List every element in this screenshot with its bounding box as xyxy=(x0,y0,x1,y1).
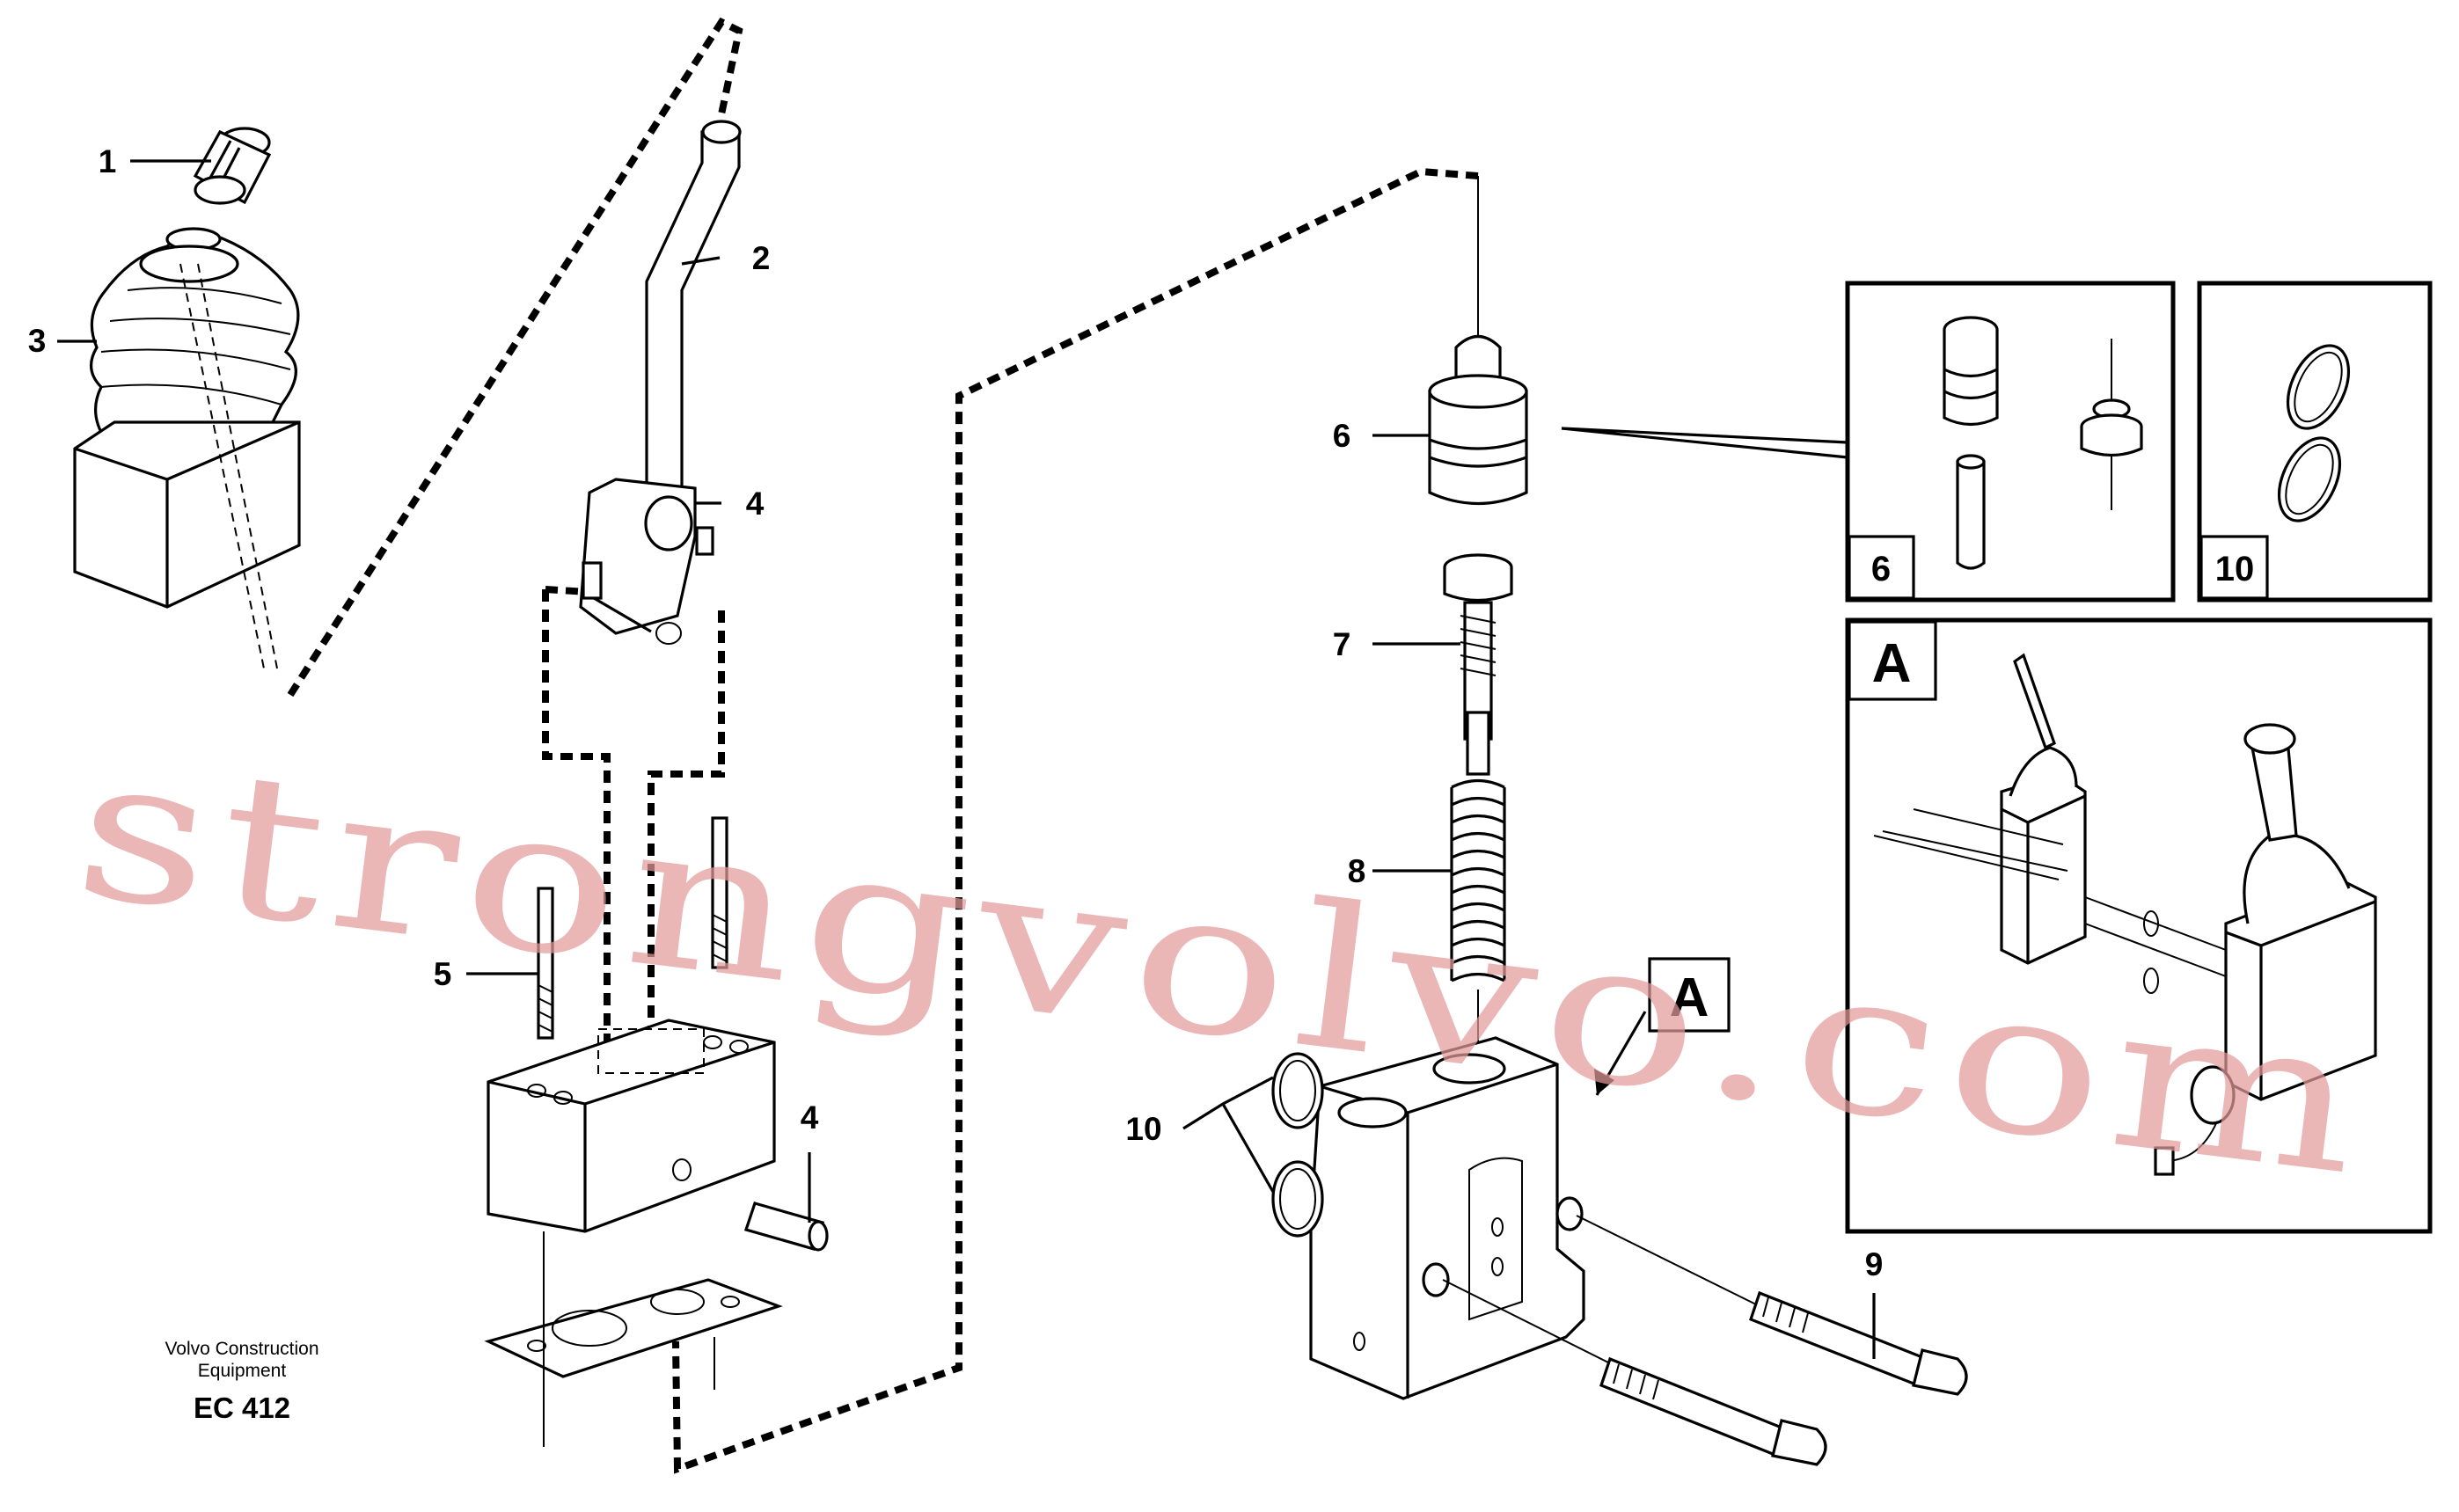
credit-line-1: Volvo Construction xyxy=(165,1339,318,1359)
callout-2: 2 xyxy=(752,240,771,276)
part-studs[interactable] xyxy=(537,816,728,1040)
svg-text:A: A xyxy=(1670,968,1709,1028)
callout-8: 8 xyxy=(1348,853,1366,889)
detail-box-a: A xyxy=(1845,617,2433,1234)
detail-box-10: 10 xyxy=(2197,281,2433,603)
assembly-dashed-lines xyxy=(287,17,1479,1474)
detail-10-label: 10 xyxy=(2215,550,2255,588)
detail-6-pointer xyxy=(1561,427,1848,459)
drawing-credit: Volvo Construction Equipment EC 412 xyxy=(165,1339,318,1424)
callout-numbers: 1 3 2 4 5 4 6 7 8 9 10 xyxy=(28,143,1884,1282)
callout-5: 5 xyxy=(434,956,452,992)
part-bolts[interactable] xyxy=(1442,1215,1968,1466)
credit-line-2: Equipment xyxy=(198,1361,287,1381)
callout-4-pin: 4 xyxy=(801,1099,819,1136)
part-gasket[interactable] xyxy=(484,1231,783,1447)
dashed-path-clamp-top xyxy=(545,586,617,597)
callout-7: 7 xyxy=(1333,626,1351,662)
part-o-rings[interactable] xyxy=(1271,1052,1324,1238)
part-spring-seat[interactable] xyxy=(1443,553,1513,776)
part-pin[interactable] xyxy=(743,1202,829,1252)
callout-4-clamp: 4 xyxy=(746,486,765,522)
part-clamp[interactable] xyxy=(579,478,714,645)
part-knob[interactable] xyxy=(193,127,272,205)
callout-1: 1 xyxy=(99,143,117,179)
part-rubber-boot[interactable] xyxy=(90,227,300,442)
callout-9: 9 xyxy=(1865,1246,1884,1282)
dashed-path-clamp-left xyxy=(542,589,611,1139)
part-housing[interactable] xyxy=(73,263,301,669)
part-lever[interactable] xyxy=(645,120,742,490)
callout-6: 6 xyxy=(1333,418,1351,454)
view-marker-a: A xyxy=(1594,957,1731,1096)
detail-6-label: 6 xyxy=(1871,550,1891,588)
leader-lines xyxy=(57,159,1876,1359)
callout-10: 10 xyxy=(1125,1111,1161,1147)
dashed-path-clamp-right xyxy=(648,607,725,1139)
part-plunger-cap[interactable] xyxy=(1428,334,1528,505)
detail-a-label: A xyxy=(1872,633,1912,694)
part-valve-body[interactable] xyxy=(1309,1036,1585,1400)
dashed-path-knob-to-lever xyxy=(287,17,743,698)
callout-3: 3 xyxy=(28,323,47,359)
part-base-block[interactable] xyxy=(487,1019,776,1233)
dashed-path-valve xyxy=(672,167,1479,1474)
drawing-code: EC 412 xyxy=(194,1391,290,1424)
detail-box-6: 6 xyxy=(1561,281,2176,603)
part-spring[interactable] xyxy=(1450,778,1506,1056)
